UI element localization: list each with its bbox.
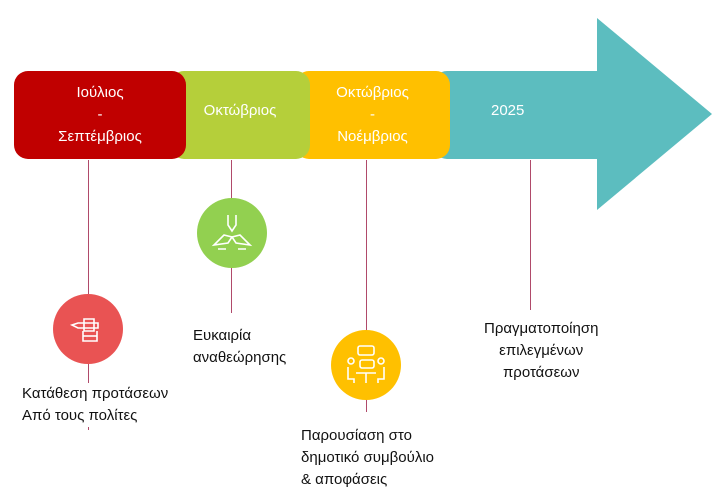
label-line: αναθεώρησης — [193, 349, 287, 366]
label-line: επιλεγμένων — [499, 342, 584, 359]
phase-separator: - — [370, 106, 375, 123]
phase-label: Οκτώβριος — [336, 84, 409, 101]
label-line: Πραγματοποίηση — [484, 320, 599, 337]
label-line: προτάσεων — [502, 364, 580, 381]
milestone-label-presentation: Παρουσίαση στο δημοτικό συμβούλιο & αποφ… — [301, 425, 434, 491]
phase-label: Οκτώβριος — [203, 102, 277, 119]
phase-label: Ιούλιος — [76, 84, 124, 101]
phase-label: Σεπτέμβριος — [58, 128, 142, 145]
label-line: Από τους πολίτες — [22, 407, 138, 424]
phase-label: Νοέμβριος — [337, 128, 408, 145]
connector-line — [530, 160, 531, 310]
review-circle — [197, 198, 267, 268]
label-line: & αποφάσεις — [301, 471, 388, 488]
label-line: Ευκαιρία — [193, 327, 252, 344]
presentation-circle — [331, 330, 401, 400]
phase-2025: 2025 — [433, 71, 608, 159]
phase-oct-nov: Οκτώβριος - Νοέμβριος — [295, 71, 450, 159]
meeting-discussion-icon — [347, 345, 385, 383]
phase-jul-sep: Ιούλιος - Σεπτέμβριος — [14, 71, 186, 159]
hand-pen-icon — [69, 318, 99, 342]
connector-line — [366, 160, 367, 412]
phase-separator: - — [97, 106, 103, 123]
label-line: Κατάθεση προτάσεων — [22, 385, 169, 402]
milestone-label-implementation: Πραγματοποίηση επιλεγμένων προτάσεων — [484, 318, 598, 384]
phase-october: Οκτώβριος — [170, 71, 310, 159]
label-line: δημοτικό συμβούλιο — [301, 449, 435, 466]
milestone-label-submission: Κατάθεση προτάσεων Από τους πολίτες — [22, 383, 169, 427]
milestone-label-review: Ευκαιρία αναθεώρησης — [193, 325, 286, 369]
phase-label: 2025 — [491, 102, 525, 119]
joined-hands-icon — [211, 215, 253, 250]
submission-circle — [53, 294, 123, 364]
label-line: Παρουσίαση στο — [301, 427, 412, 444]
